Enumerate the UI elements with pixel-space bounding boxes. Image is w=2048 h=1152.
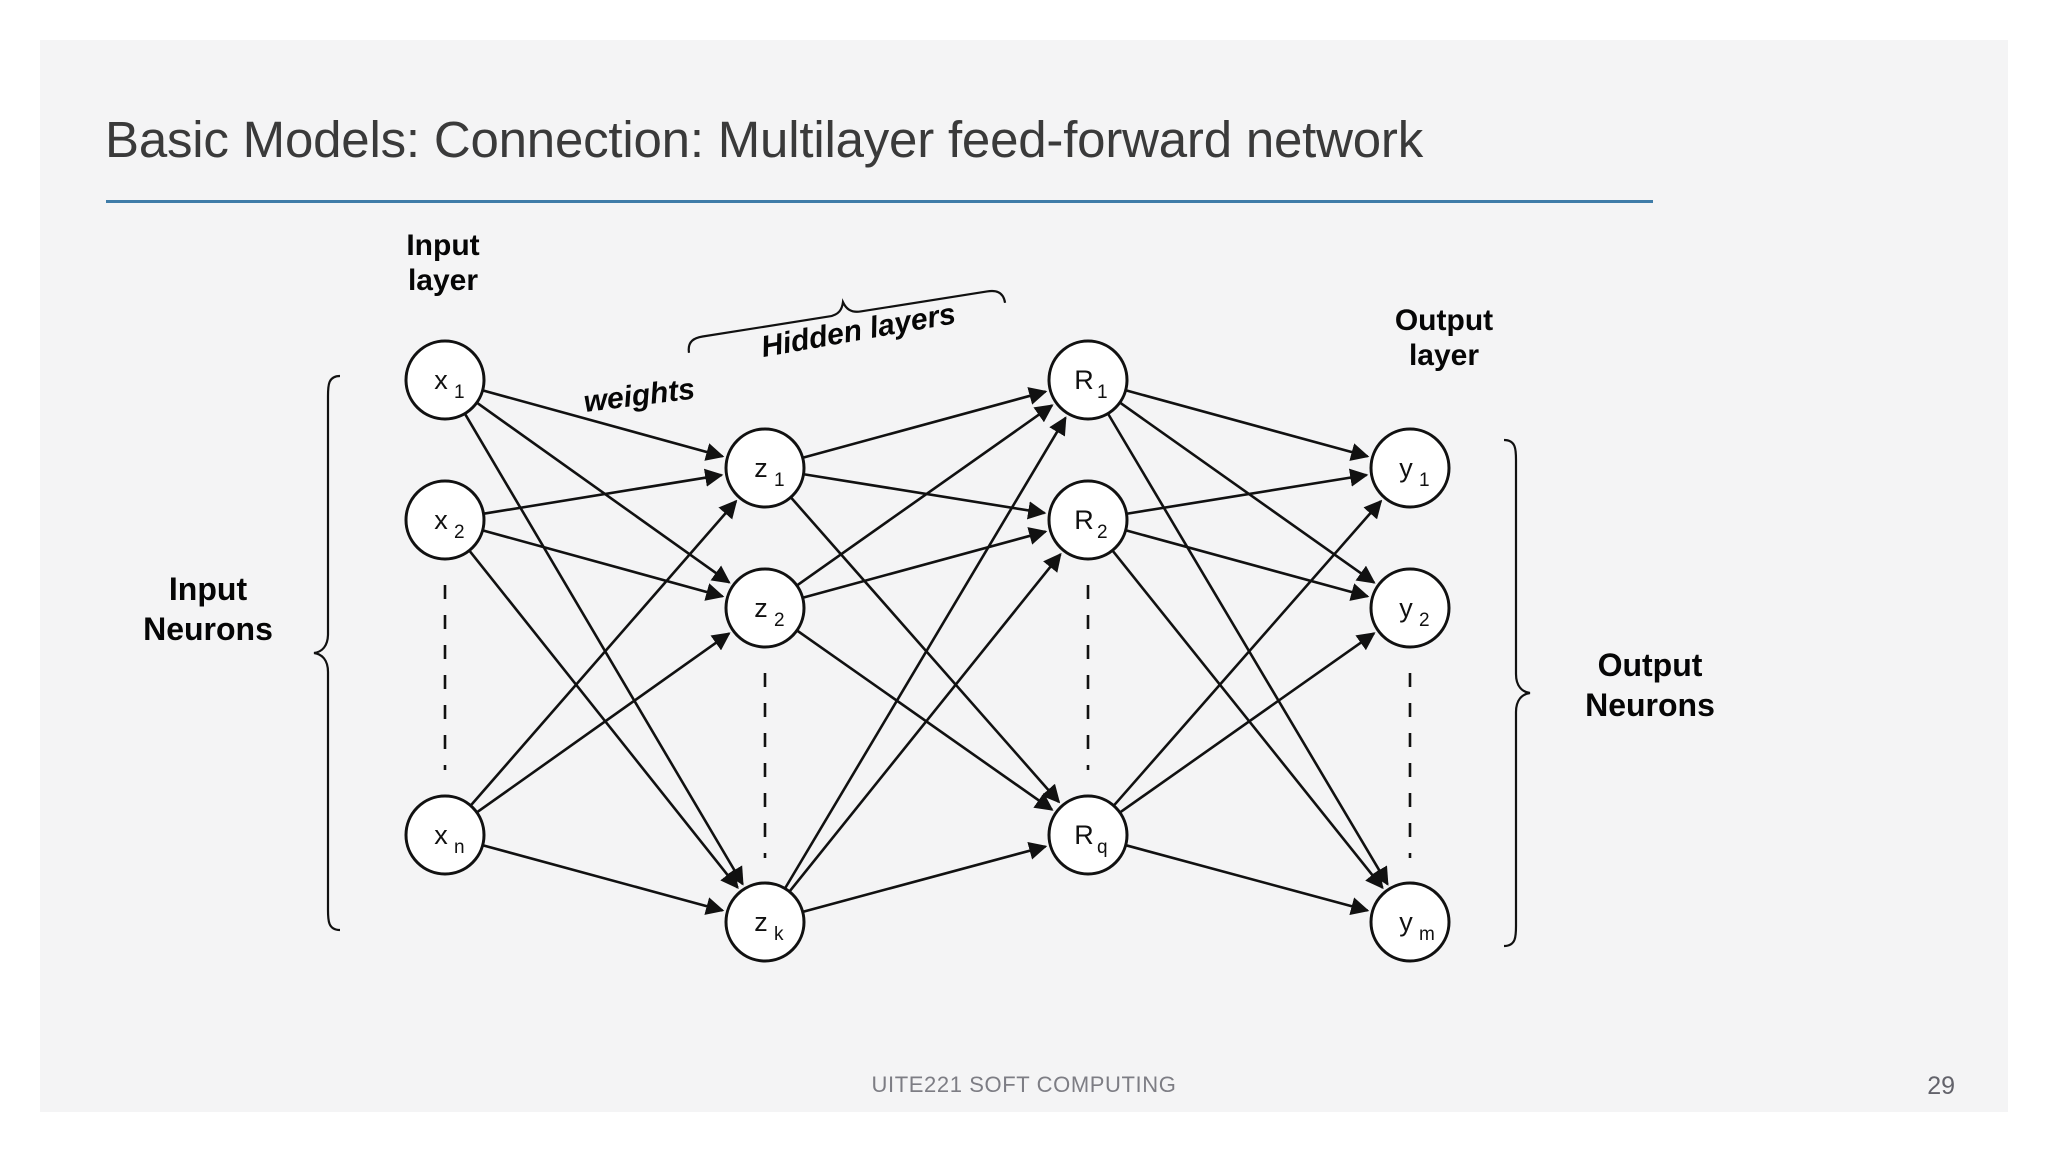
- node-label: y: [1399, 453, 1413, 483]
- edge-z2-to-Rq: [796, 629, 1054, 811]
- node-label: R: [1074, 365, 1094, 395]
- node-subscript: 1: [1097, 382, 1108, 403]
- node-label: x: [434, 365, 448, 395]
- edge-Rq-to-y1: [1113, 499, 1383, 806]
- edge-xn-to-z2: [476, 632, 731, 813]
- node-label: z: [754, 907, 768, 937]
- node-label: z: [754, 453, 768, 483]
- node-subscript: 2: [1419, 610, 1430, 631]
- edge-R1-to-y1: [1126, 389, 1370, 461]
- output-neurons-brace: [1503, 438, 1531, 948]
- edge-R2-to-ym: [1111, 550, 1384, 890]
- node-subscript: 1: [1419, 470, 1430, 491]
- edge-x1-to-z2: [476, 402, 731, 584]
- edge-z1-to-R1: [803, 387, 1048, 459]
- edge-R2-to-y1: [1127, 468, 1369, 515]
- edge-R1-to-ym: [1107, 413, 1389, 886]
- slide: Basic Models: Connection: Multilayer fee…: [40, 40, 2008, 1112]
- node-label: y: [1399, 593, 1413, 623]
- edge-z2-to-R1: [796, 404, 1054, 586]
- node-subscript: k: [774, 924, 784, 945]
- edge-x1-to-zk: [464, 413, 744, 886]
- footer-text: UITE221 SOFT COMPUTING: [871, 1072, 1177, 1097]
- node-label: x: [434, 820, 448, 850]
- output-layer-label-line1: Output: [1395, 304, 1493, 337]
- input-layer-label-line1: Input: [406, 229, 479, 262]
- edge-xn-to-z1: [470, 499, 738, 806]
- node-subscript: 2: [454, 522, 465, 543]
- node-subscript: 2: [774, 610, 785, 631]
- page-number: 29: [1927, 1072, 1955, 1100]
- edge-x2-to-zk: [468, 550, 739, 889]
- edge-z2-to-R2: [803, 527, 1048, 599]
- edge-zk-to-R2: [789, 552, 1062, 892]
- node-subscript: m: [1419, 924, 1435, 945]
- edge-z1-to-R2: [804, 473, 1047, 520]
- edge-R2-to-y2: [1126, 529, 1370, 601]
- edge-z1-to-Rq: [790, 497, 1061, 804]
- edge-R1-to-y2: [1119, 402, 1376, 584]
- node-label: z: [754, 593, 768, 623]
- edge-zk-to-Rq: [803, 841, 1048, 913]
- node-label: y: [1399, 907, 1413, 937]
- hidden-layers-label: Hidden layers: [759, 297, 958, 364]
- node-subscript: n: [454, 837, 465, 858]
- node-label: R: [1074, 820, 1094, 850]
- output-neurons-label-line1: Output: [1598, 647, 1703, 683]
- hidden-layers-brace: [687, 289, 1007, 353]
- input-neurons-label-line1: Input: [169, 571, 248, 607]
- node-label: R: [1074, 505, 1094, 535]
- network-edges: [464, 387, 1389, 916]
- page-title: Basic Models: Connection: Multilayer fee…: [105, 111, 1424, 168]
- output-neurons-label-line2: Neurons: [1585, 687, 1715, 723]
- edge-x1-to-z1: [483, 389, 725, 461]
- node-subscript: q: [1097, 837, 1108, 858]
- output-layer-label-line2: layer: [1409, 339, 1479, 372]
- edge-x2-to-z1: [484, 468, 724, 515]
- input-neurons-label-line2: Neurons: [143, 611, 273, 647]
- node-subscript: 1: [774, 470, 785, 491]
- node-label: x: [434, 505, 448, 535]
- weights-label: weights: [582, 373, 697, 419]
- layer-ellipsis-marks: [443, 585, 1412, 858]
- node-subscript: 2: [1097, 522, 1108, 543]
- edge-x2-to-z2: [483, 529, 725, 601]
- edge-xn-to-zk: [483, 844, 725, 915]
- edge-zk-to-R1: [784, 416, 1067, 889]
- node-subscript: 1: [454, 382, 465, 403]
- edge-Rq-to-y2: [1119, 632, 1376, 814]
- edge-Rq-to-ym: [1126, 844, 1370, 916]
- input-neurons-brace: [313, 374, 341, 932]
- title-divider: [106, 200, 1653, 203]
- input-layer-label-line2: layer: [408, 264, 478, 297]
